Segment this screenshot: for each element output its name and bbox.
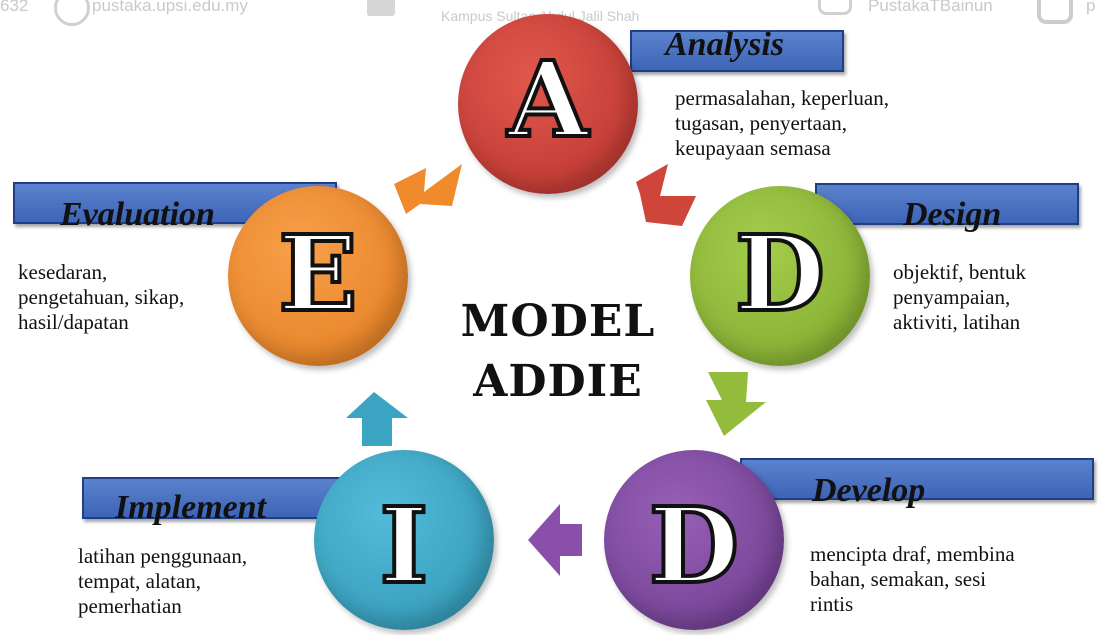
develop-line-2: bahan, semakan, sesi [810, 567, 987, 591]
implement-line-2: tempat, alatan, [78, 569, 202, 593]
design-circle [690, 186, 870, 366]
evaluation-description: kesedaran, pengetahuan, sikap, hasil/dap… [18, 260, 184, 335]
watermark-right-text: p [1086, 0, 1096, 15]
analysis-label: Analysis [665, 26, 785, 63]
analysis-line-1: permasalahan, keperluan, [675, 86, 889, 110]
implement-letter: I [378, 484, 431, 607]
develop-line-3: rintis [810, 592, 854, 616]
evaluation-line-1: kesedaran, [18, 260, 108, 284]
implement-circle [314, 450, 494, 630]
watermark-site-text: pustaka.upsi.edu.my [92, 0, 248, 15]
evaluation-circle [228, 186, 408, 366]
evaluation-label: Evaluation [60, 196, 215, 233]
develop-description: mencipta draf, membina bahan, semakan, s… [810, 542, 1015, 617]
instagram-icon [1037, 0, 1073, 24]
implement-line-3: pemerhatian [78, 594, 182, 618]
arrow-develop-to-implement [528, 504, 582, 576]
develop-label: Develop [812, 472, 926, 509]
develop-banner [740, 458, 1094, 500]
analysis-line-3: keupayaan semasa [675, 136, 831, 160]
evaluation-line-2: pengetahuan, sikap, [18, 285, 185, 309]
design-line-3: aktiviti, latihan [893, 310, 1021, 334]
diagram-title: MODEL ADDIE [438, 292, 678, 412]
design-banner [815, 183, 1079, 225]
watermark-left-text: 632 [0, 0, 29, 15]
analysis-banner [630, 30, 844, 72]
design-line-2: penyampaian, [893, 285, 1011, 309]
design-label: Design [903, 196, 1002, 233]
arrow-implement-to-evaluation [346, 392, 408, 446]
design-line-1: objektif, bentuk [893, 260, 1026, 284]
arrow-evaluation-to-analysis [394, 164, 462, 214]
arrow-analysis-to-design [636, 164, 696, 226]
watermark-twitter-text: PustakaTBainun [868, 0, 993, 15]
analysis-letter: A [506, 38, 591, 161]
develop-line-1: mencipta draf, membina [810, 542, 1015, 566]
evaluation-line-3: hasil/dapatan [18, 310, 129, 334]
implement-description: latihan penggunaan, tempat, alatan, peme… [78, 544, 247, 619]
analysis-description: permasalahan, keperluan, tugasan, penyer… [675, 86, 889, 161]
evaluation-letter: E [276, 212, 359, 335]
facebook-icon [367, 0, 395, 16]
arrow-design-to-develop [706, 372, 766, 436]
analysis-circle [458, 14, 638, 194]
design-description: objektif, bentuk penyampaian, aktiviti, … [893, 260, 1026, 335]
title-line-2: ADDIE [473, 356, 643, 407]
design-letter: D [733, 212, 827, 335]
globe-icon [54, 0, 90, 26]
implement-label: Implement [115, 489, 267, 526]
develop-circle [604, 450, 784, 630]
title-line-1: MODEL [460, 296, 656, 347]
twitter-icon [818, 0, 852, 15]
analysis-line-2: tugasan, penyertaan, [675, 111, 848, 135]
develop-letter: D [647, 484, 741, 607]
implement-line-1: latihan penggunaan, [78, 544, 248, 568]
